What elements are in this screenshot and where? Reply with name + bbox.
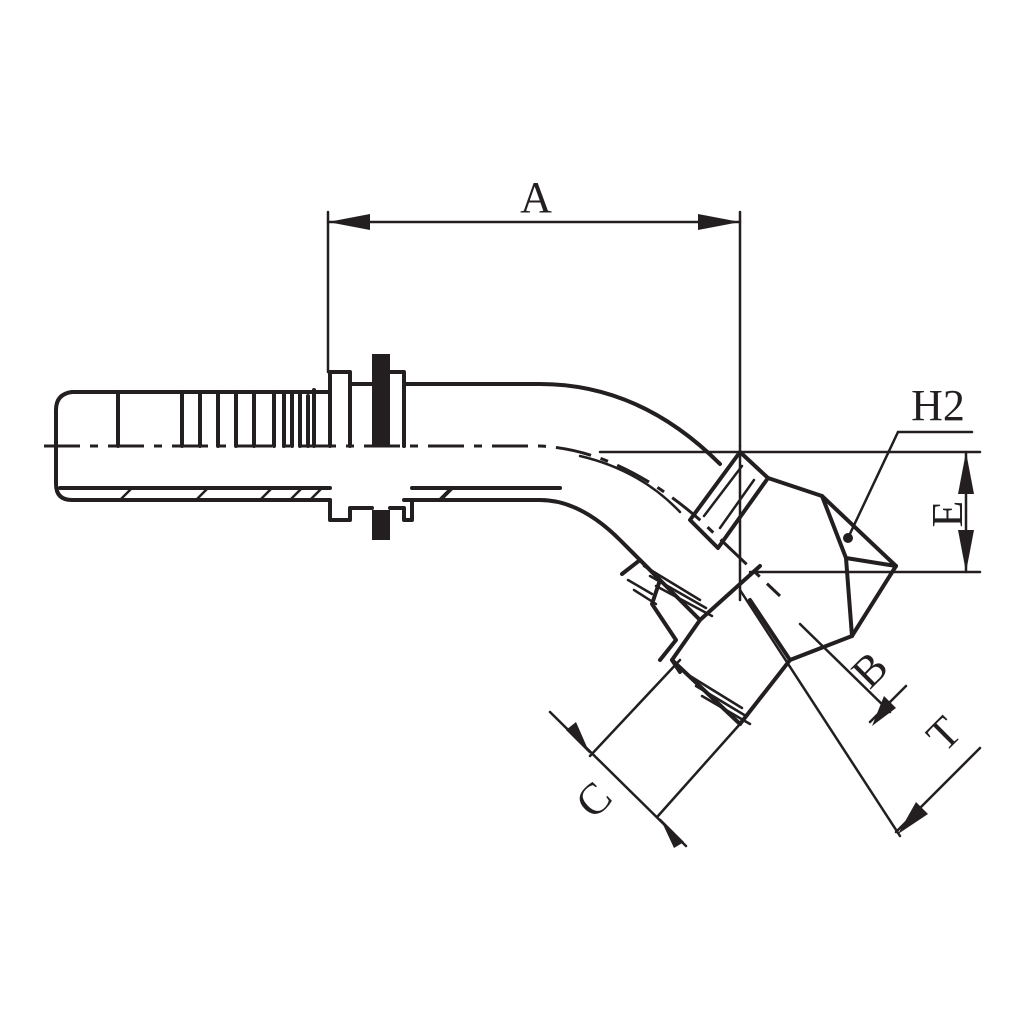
o-ring-bottom bbox=[372, 510, 390, 540]
dimension-e: E bbox=[598, 450, 982, 574]
dimension-b: B bbox=[798, 622, 908, 726]
label-c: C bbox=[566, 772, 621, 827]
h2-leader: H2 bbox=[846, 381, 974, 540]
label-t: T bbox=[917, 707, 971, 761]
collar-body bbox=[312, 354, 414, 540]
o-ring-top bbox=[372, 354, 390, 446]
bent-tube bbox=[402, 382, 722, 562]
dimension-a: A bbox=[326, 173, 742, 448]
hose-tail bbox=[54, 390, 332, 502]
label-h2: H2 bbox=[911, 381, 965, 430]
label-b: B bbox=[842, 642, 897, 697]
label-e: E bbox=[923, 501, 972, 528]
label-a: A bbox=[520, 173, 552, 222]
centre-line bbox=[44, 444, 782, 598]
